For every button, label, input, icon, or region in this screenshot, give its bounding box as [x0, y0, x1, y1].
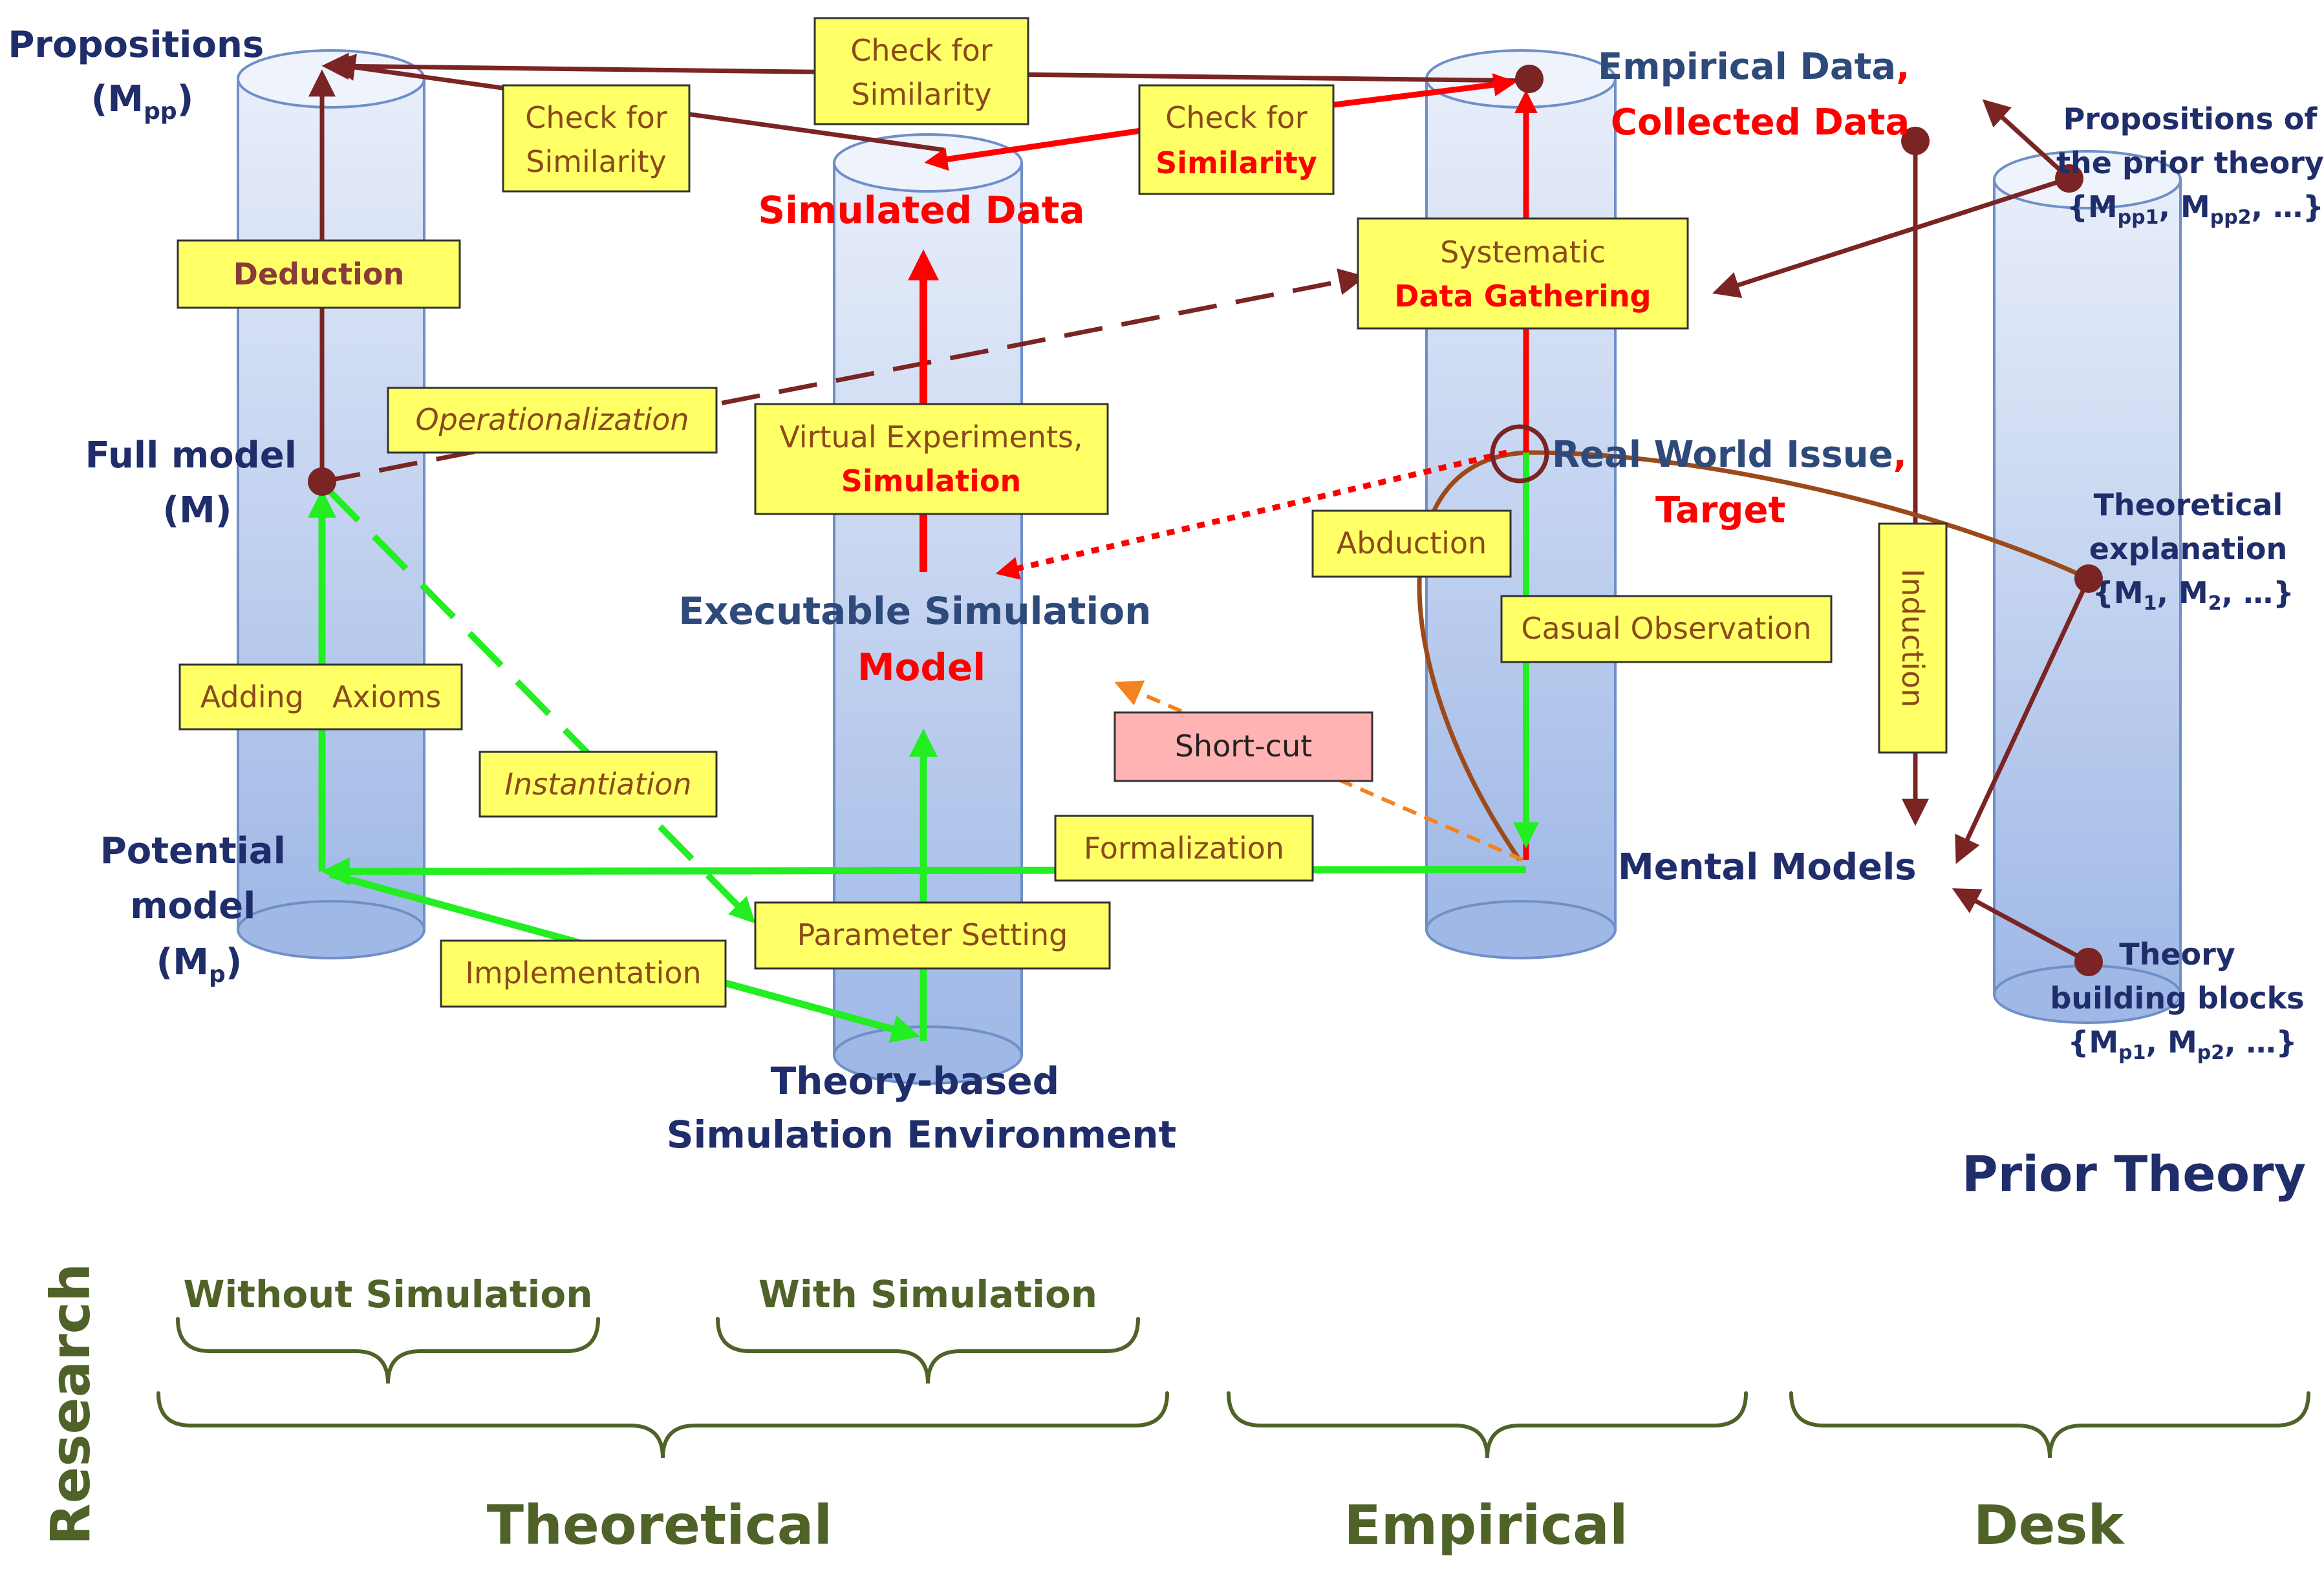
- brace-theoretical: [156, 1391, 1169, 1459]
- svg-text:Implementation: Implementation: [465, 956, 701, 990]
- blocks-arrow: [1952, 888, 2090, 965]
- brace-empirical: [1227, 1391, 1748, 1459]
- executable-model-label: Executable Simulation Model: [678, 589, 1164, 689]
- brace-with-sim: [716, 1317, 1140, 1384]
- adding-axioms-box: Adding Axioms: [178, 663, 463, 731]
- prior-theory-label: Prior Theory: [1962, 1145, 2306, 1202]
- instantiation-box: Instantiation: [479, 751, 718, 818]
- mental-models-label: Mental Models: [1618, 846, 1917, 888]
- potential-model-label: Potential model (Mp): [100, 830, 299, 988]
- cylinder-left: [237, 49, 425, 959]
- svg-text:Casual Observation: Casual Observation: [1521, 611, 1811, 646]
- instantiation-arrow: [324, 486, 756, 924]
- research-label: Research: [39, 1263, 102, 1545]
- data-gathering-arrow: [1712, 176, 2071, 298]
- induction-box: Induction: [1878, 522, 1948, 754]
- implementation-box: Implementation: [440, 939, 727, 1008]
- abduction-box: Abduction: [1311, 509, 1512, 578]
- casual-observation-box: Casual Observation: [1500, 595, 1833, 663]
- svg-text:Instantiation: Instantiation: [504, 767, 691, 802]
- svg-text:Operationalization: Operationalization: [415, 402, 689, 437]
- virtual-experiments-box: Virtual Experiments,Simulation: [754, 403, 1109, 515]
- simulation-env-label: Theory-based Simulation Environment: [667, 1059, 1176, 1157]
- svg-text:Formalization: Formalization: [1084, 831, 1284, 866]
- prior-props-arrow: [1982, 99, 2071, 180]
- brace-without-sim: [176, 1317, 600, 1384]
- with-simulation-label: With Simulation: [759, 1272, 1097, 1316]
- svg-text:Virtual Experiments,Simulation: Virtual Experiments,Simulation: [779, 420, 1082, 498]
- braces: [156, 1317, 2310, 1459]
- node-dots: [308, 65, 2103, 976]
- parameter-setting-box: Parameter Setting: [754, 901, 1111, 970]
- formalization-box: Formalization: [1054, 815, 1314, 882]
- full-model-label: Full model (M): [85, 434, 310, 531]
- cylinder-empirical: [1425, 49, 1617, 959]
- theoretical-explanation-label: Theoretical explanation {M1, M2, …}: [2089, 487, 2298, 615]
- svg-text:Parameter Setting: Parameter Setting: [797, 917, 1068, 952]
- deduction-box: Deduction: [177, 239, 461, 309]
- target-ring: [1490, 424, 1549, 484]
- simulated-data-label: Simulated Data: [758, 188, 1084, 232]
- operationalization-box: Operationalization: [387, 387, 718, 454]
- building-blocks-label: Theory building blocks {Mp1, Mp2, …}: [2050, 937, 2314, 1064]
- svg-text:Abduction: Abduction: [1337, 526, 1487, 561]
- without-simulation-label: Without Simulation: [183, 1272, 592, 1316]
- real-world-label: Real World Issue, Target: [1552, 434, 1919, 531]
- propositions-label: Propositions (Mpp): [8, 24, 276, 125]
- abduction-curve: [1417, 450, 2090, 861]
- expl-arrow: [1955, 577, 2091, 864]
- brace-desk: [1789, 1391, 2310, 1459]
- svg-text:Adding Axioms: Adding Axioms: [200, 679, 441, 714]
- empirical-label: Empirical: [1344, 1493, 1628, 1557]
- theoretical-label: Theoretical: [487, 1493, 832, 1557]
- desk-label: Desk: [1974, 1493, 2125, 1557]
- formalization-arrow: [321, 857, 1527, 886]
- prior-propositions-label: Propositions of the prior theory {Mpp1, …: [2056, 102, 2324, 229]
- svg-text:Deduction: Deduction: [233, 257, 404, 292]
- short-cut-box: Short-cut: [1114, 711, 1373, 782]
- empirical-data-label: Empirical Data, Collected Data: [1598, 46, 1922, 144]
- svg-text:Short-cut: Short-cut: [1175, 729, 1313, 764]
- svg-text:Induction: Induction: [1895, 569, 1930, 707]
